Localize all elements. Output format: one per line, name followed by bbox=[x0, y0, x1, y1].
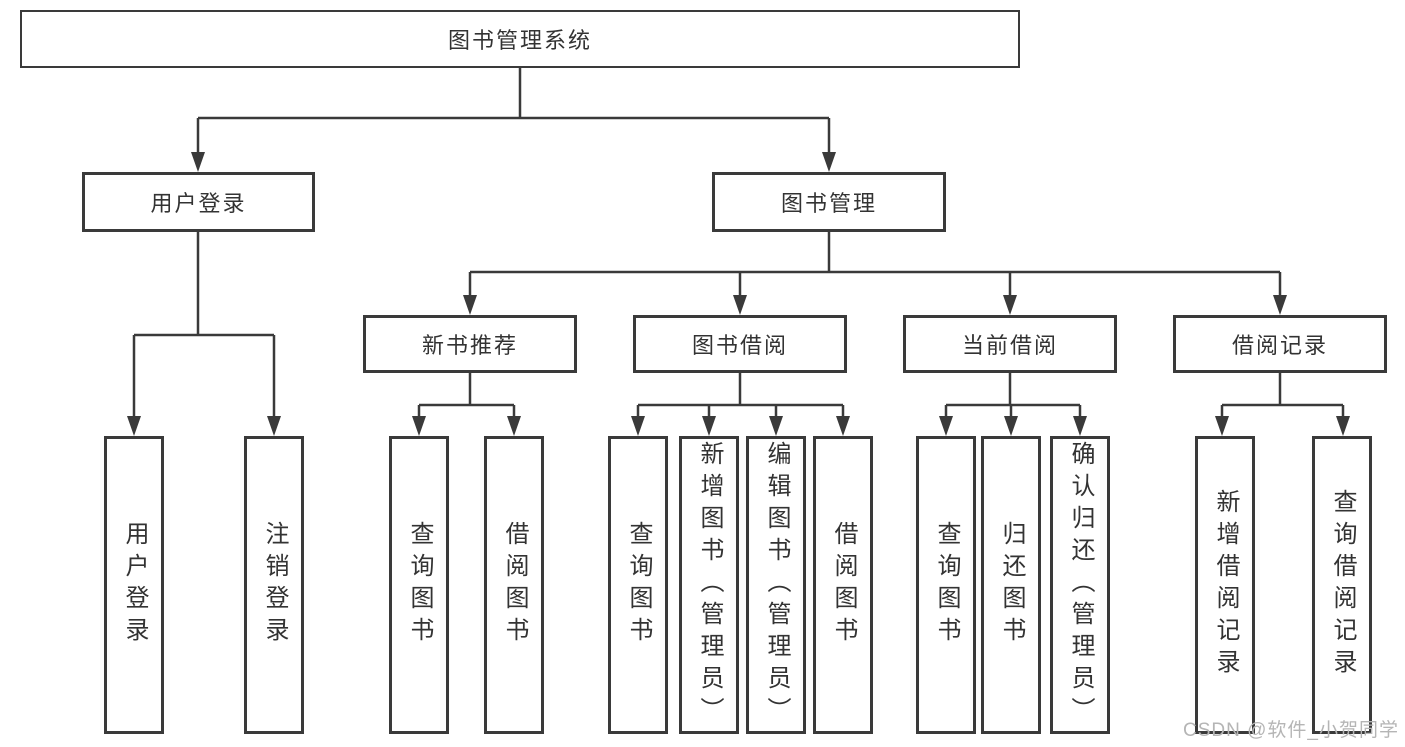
node-library-management-system: 图书管理系统 bbox=[20, 10, 1020, 68]
leaf-newbook-query-books: 查询图书 bbox=[389, 436, 449, 734]
connector-book-borrow-to-leaves bbox=[631, 373, 850, 436]
leaf-borrow-edit-books-admin: 编辑图书（管理员） bbox=[746, 436, 806, 734]
leaf-current-query-books: 查询图书 bbox=[916, 436, 976, 734]
leaf-user-login: 用户登录 bbox=[104, 436, 164, 734]
connector-user-login-to-leaves bbox=[127, 232, 281, 436]
leaf-records-add-record: 新增借阅记录 bbox=[1195, 436, 1255, 734]
leaf-newbook-borrow-books: 借阅图书 bbox=[484, 436, 544, 734]
leaf-current-return-books: 归还图书 bbox=[981, 436, 1041, 734]
connector-new-book-recommend-to-leaves bbox=[412, 373, 521, 436]
leaf-borrow-query-books: 查询图书 bbox=[608, 436, 668, 734]
csdn-watermark: CSDN @软件_小贺同学 bbox=[1183, 720, 1399, 741]
connector-borrow-records-to-leaves bbox=[1215, 373, 1350, 436]
leaf-current-confirm-return-admin: 确认归还（管理员） bbox=[1050, 436, 1110, 734]
node-borrow-records: 借阅记录 bbox=[1173, 315, 1387, 373]
leaf-borrow-add-books-admin: 新增图书（管理员） bbox=[679, 436, 739, 734]
connector-root-to-level2 bbox=[191, 68, 836, 172]
node-current-borrow: 当前借阅 bbox=[903, 315, 1117, 373]
node-book-management: 图书管理 bbox=[712, 172, 946, 232]
node-user-login: 用户登录 bbox=[82, 172, 315, 232]
leaf-logout: 注销登录 bbox=[244, 436, 304, 734]
leaf-borrow-borrow-books: 借阅图书 bbox=[813, 436, 873, 734]
node-book-borrow: 图书借阅 bbox=[633, 315, 847, 373]
node-new-book-recommend: 新书推荐 bbox=[363, 315, 577, 373]
connector-current-borrow-to-leaves bbox=[939, 373, 1087, 436]
leaf-records-query-record: 查询借阅记录 bbox=[1312, 436, 1372, 734]
connector-book-management-to-level3 bbox=[463, 232, 1287, 315]
